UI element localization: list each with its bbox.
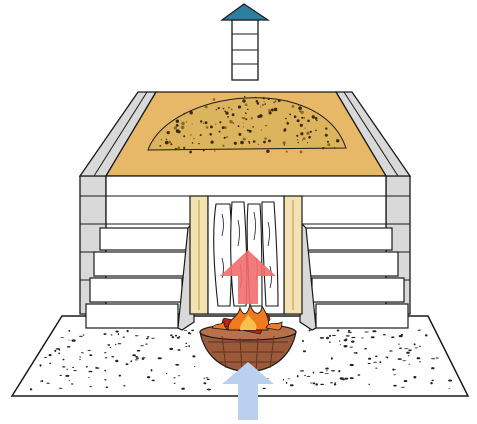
left-stair-blocks [86, 222, 194, 330]
right-stair-blocks [300, 222, 408, 330]
chimney-cap [222, 4, 268, 20]
